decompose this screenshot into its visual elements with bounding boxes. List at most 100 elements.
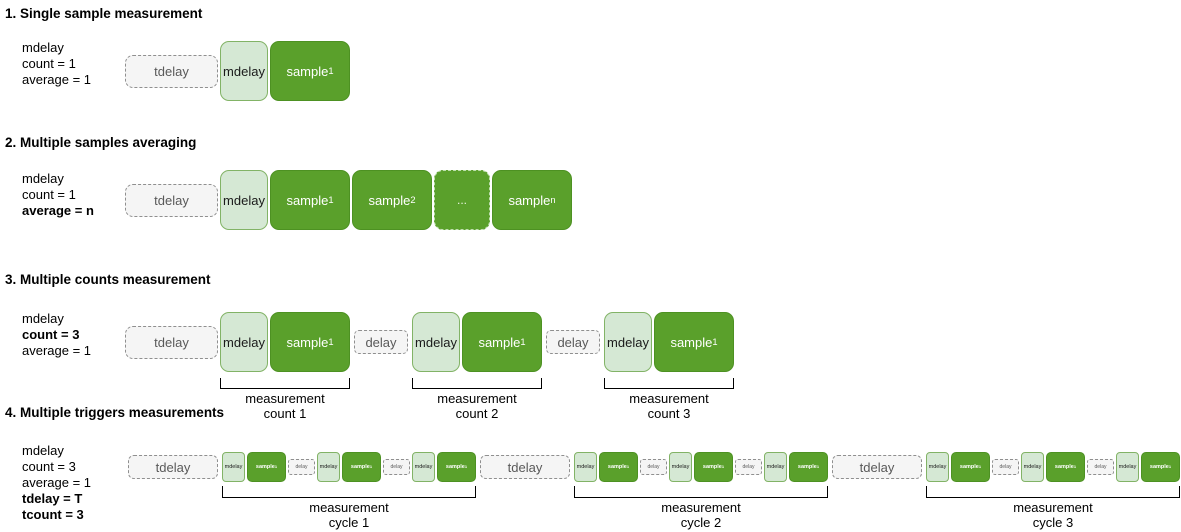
tdelay-label: tdelay [154,334,189,350]
mdelay-block: mdelay [1116,452,1139,482]
delay-block: delay [383,459,410,475]
delay-label: delay [1094,464,1107,470]
tdelay-block: tdelay [125,325,218,359]
param-line: average = 1 [22,343,92,358]
sample-label: sample [607,464,627,470]
param-line: tcount = 3 [22,507,84,522]
mdelay-block: mdelay [926,452,949,482]
mdelay-block: mdelay [412,452,435,482]
tdelay-label: tdelay [507,459,543,475]
mdelay-label: mdelay [223,63,265,79]
measurement-bracket [220,378,350,389]
mdelay-block: mdelay [764,452,787,482]
bracket-label-line: count 2 [455,406,499,421]
mdelay-block: mdelay [220,41,268,101]
mdelay-label: mdelay [319,464,338,470]
delay-block: delay [288,459,315,475]
sample-label: sample [797,464,817,470]
mdelay-block: mdelay [220,312,268,372]
bracket-label-line: measurement [437,391,517,406]
sample-label: sample [702,464,722,470]
sample-label: sample [286,334,329,350]
tdelay-block: tdelay [125,54,218,88]
param-line: mdelay [22,311,64,326]
param-line: tdelay = T [22,491,83,506]
sample-label: sample [286,63,329,79]
bracket-label-line: measurement [1013,500,1093,515]
section-2-title: 2. Multiple samples averaging [5,135,197,150]
delay-label: delay [742,464,755,470]
section-3-title: 3. Multiple counts measurement [5,272,211,287]
section-4-title: 4. Multiple triggers measurements [5,405,225,420]
sample-label: sample [959,464,979,470]
bracket-label-line: cycle 3 [1032,515,1074,530]
mdelay-block: mdelay [669,452,692,482]
delay-block: delay [992,459,1019,475]
delay-label: delay [647,464,660,470]
tdelay-block: tdelay [480,455,570,479]
sample-label: sample [350,464,370,470]
dots-label: ... [456,193,467,207]
bracket-label-line: cycle 1 [328,515,370,530]
mdelay-block: mdelay [222,452,245,482]
param-line: count = 1 [22,56,76,71]
param-line: count = 1 [22,187,76,202]
measurement-bracket [604,378,734,389]
param-line: count = 3 [22,459,76,474]
mdelay-label: mdelay [224,464,243,470]
sample-label: sample [1149,464,1169,470]
tdelay-block: tdelay [832,455,922,479]
delay-block: delay [1087,459,1114,475]
delay-block: delay [354,330,408,354]
tdelay-label: tdelay [154,63,189,79]
mdelay-block: mdelay [604,312,652,372]
measurement-bracket [222,486,476,498]
measurement-bracket [412,378,542,389]
mdelay-label: mdelay [223,192,265,208]
delay-block: delay [546,330,600,354]
sample-label: sample [478,334,521,350]
tdelay-block: tdelay [125,183,218,217]
mdelay-label: mdelay [223,334,265,350]
mdelay-label: mdelay [414,464,433,470]
sample-label: sample [670,334,713,350]
mdelay-block: mdelay [1021,452,1044,482]
mdelay-label: mdelay [607,334,649,350]
mdelay-label: mdelay [576,464,595,470]
mdelay-block: mdelay [412,312,460,372]
delay-label: delay [557,334,589,350]
bracket-label-line: measurement [309,500,389,515]
tdelay-label: tdelay [155,459,191,475]
delay-label: delay [365,334,397,350]
delay-label: delay [295,464,308,470]
tdelay-label: tdelay [859,459,895,475]
mdelay-block: mdelay [317,452,340,482]
sample-label: sample [368,192,411,208]
tdelay-label: tdelay [154,192,189,208]
sample-label: sample [508,192,551,208]
section-1-title: 1. Single sample measurement [5,6,203,21]
